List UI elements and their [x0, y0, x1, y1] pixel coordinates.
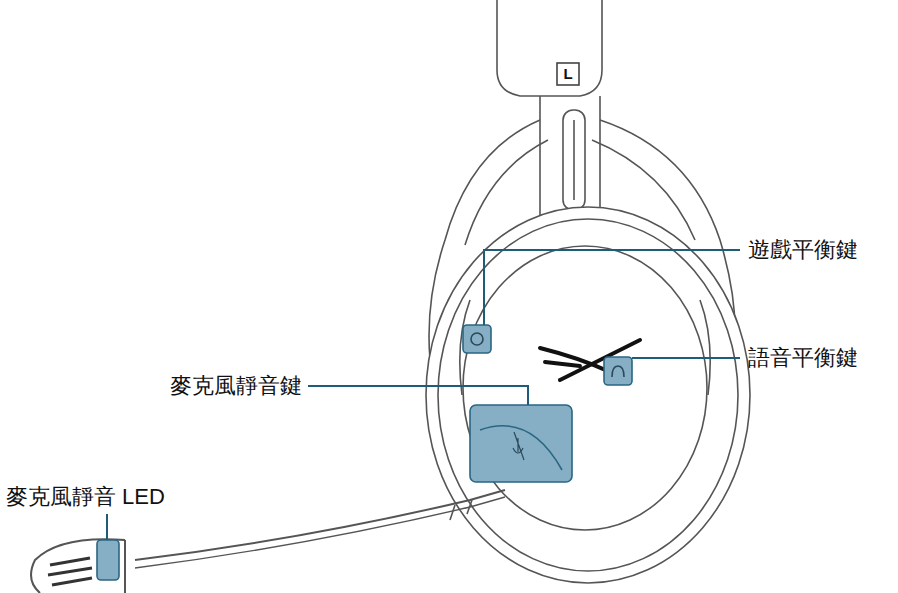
- mic-mute-icon: [513, 432, 524, 460]
- leader-lines: [107, 250, 740, 540]
- leader-line: [632, 357, 740, 359]
- mic-boom: [135, 490, 505, 560]
- voice-balance-button: [604, 357, 632, 385]
- mic-boom-edge: [135, 497, 505, 568]
- slider-slot: [563, 110, 585, 210]
- part-label: 遊戲平衡鍵: [748, 237, 858, 262]
- mic-grille: [48, 558, 92, 585]
- part-label: 麥克風靜音 LED: [6, 484, 165, 509]
- side-marker-box: [557, 63, 579, 85]
- slider: [540, 96, 600, 220]
- game-balance-button: [463, 325, 491, 353]
- cushion-fold: [460, 300, 710, 395]
- button-contour: [480, 426, 562, 470]
- mic-head: [31, 539, 125, 593]
- mic-mute-led: [97, 540, 119, 580]
- slider-line: [573, 120, 575, 200]
- leader-line: [484, 250, 740, 325]
- voice-icon: [612, 366, 624, 377]
- earcup-outer: [426, 207, 750, 583]
- mic-mute-button: [470, 405, 572, 482]
- headband: [497, 0, 602, 96]
- leader-line: [308, 386, 528, 405]
- boom-joint: [450, 500, 472, 520]
- part-label: 麥克風靜音鍵: [170, 373, 302, 398]
- part-label: 語音平衡鍵: [748, 345, 858, 370]
- game-icon: [471, 333, 483, 345]
- ear-cushion: [463, 246, 707, 530]
- side-marker: L: [563, 65, 572, 82]
- leader-line: [106, 514, 108, 540]
